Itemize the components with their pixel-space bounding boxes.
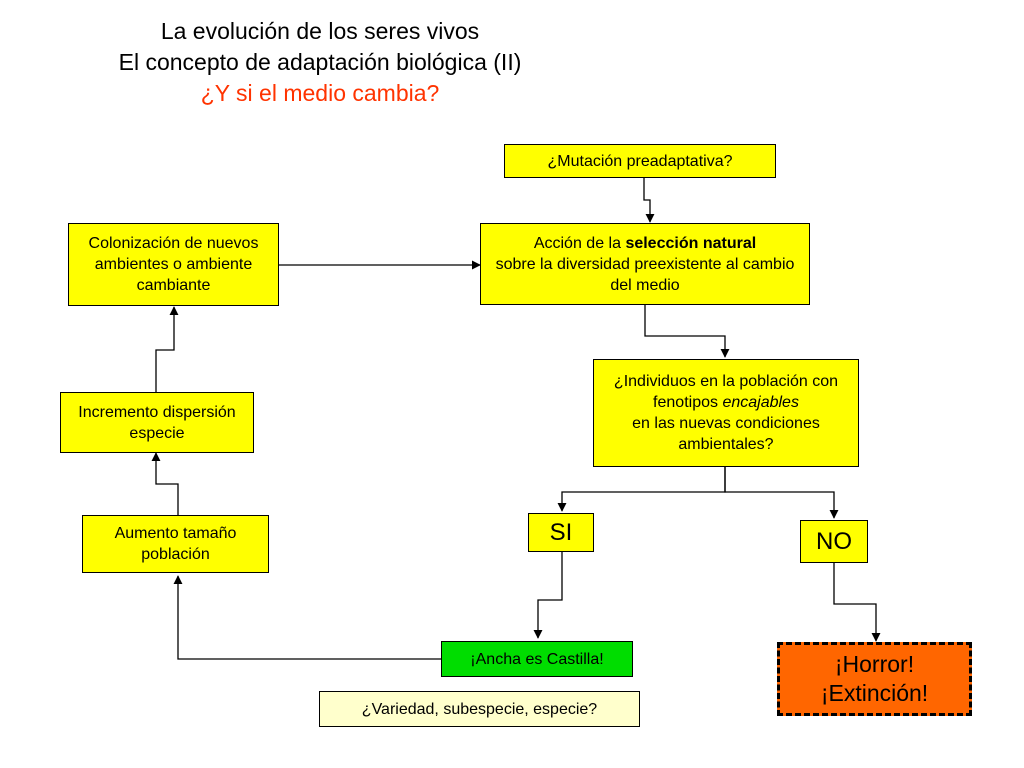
individuos-label-italic: encajables (722, 394, 799, 411)
arrow-individuos-to-no (724, 467, 839, 519)
title-line-3: ¿Y si el medio cambia? (200, 80, 440, 106)
seleccion-box: Acción de la selección natural sobre la … (480, 223, 810, 305)
arrow-seleccion-to-individuos (644, 305, 730, 358)
individuos-box: ¿Individuos en la población con fenotipo… (593, 359, 859, 467)
si-label: SI (549, 519, 573, 546)
arrow-incremento-to-colonizacion (155, 306, 179, 392)
no-label: NO (816, 528, 852, 555)
title-line-2: El concepto de adaptación biológica (II) (118, 49, 522, 75)
mutacion-box: ¿Mutación preadaptativa? (504, 144, 776, 178)
title-line-1: La evolución de los seres vivos (160, 18, 480, 44)
aumento-label: Aumento tamaño población (114, 525, 237, 563)
ancha-box: ¡Ancha es Castilla! (441, 641, 633, 677)
individuos-label-post: en las nuevas condiciones ambientales? (632, 415, 820, 453)
individuos-label-pre: ¿Individuos en la población con fenotipo… (613, 373, 839, 411)
horror-label-1: ¡Horror! (834, 651, 915, 677)
arrow-mutacion-to-seleccion (643, 178, 655, 223)
horror-label-2: ¡Extinción! (820, 680, 929, 706)
variedad-box: ¿Variedad, subespecie, especie? (319, 691, 640, 727)
incremento-box: Incremento dispersión especie (60, 392, 254, 453)
no-box: NO (800, 520, 868, 563)
arrow-no-to-horror (833, 563, 881, 642)
arrow-individuos-to-si (557, 467, 726, 512)
seleccion-label-pre: Acción de la (533, 234, 626, 252)
si-box: SI (528, 513, 594, 552)
colonizacion-box: Colonización de nuevos ambientes o ambie… (68, 223, 279, 306)
aumento-box: Aumento tamaño población (82, 515, 269, 573)
colonizacion-label: Colonización de nuevos ambientes o ambie… (88, 235, 259, 294)
arrow-aumento-to-incremento (151, 452, 179, 515)
horror-box: ¡Horror! ¡Extinción! (777, 642, 972, 716)
arrow-si-to-ancha (533, 552, 563, 639)
seleccion-label-bold: selección natural (625, 234, 757, 252)
ancha-label: ¡Ancha es Castilla! (470, 650, 604, 668)
seleccion-label-post: sobre la diversidad preexistente al camb… (495, 255, 795, 294)
arrow-ancha-to-aumento (173, 575, 441, 660)
mutacion-label: ¿Mutación preadaptativa? (547, 152, 733, 170)
incremento-label: Incremento dispersión especie (78, 403, 236, 442)
variedad-label: ¿Variedad, subespecie, especie? (361, 700, 598, 718)
